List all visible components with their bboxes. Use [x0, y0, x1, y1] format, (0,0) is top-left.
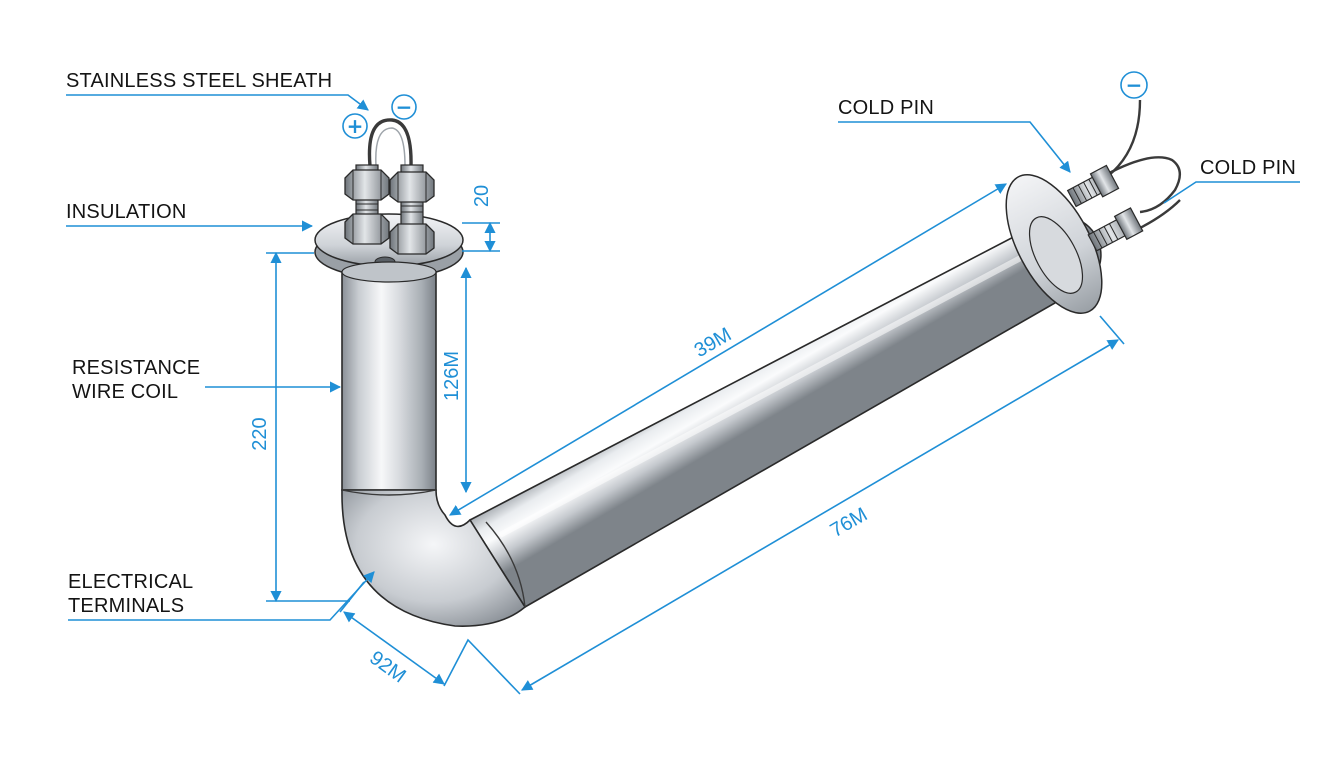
terminal-wire-loop — [367, 118, 413, 167]
dim-lower-diagonal-label: 76M — [827, 504, 872, 543]
dim-vertical-overall-label: 220 — [249, 417, 271, 450]
heating-tube — [341, 215, 1102, 627]
tube-top-collar — [341, 261, 437, 283]
dim-upper-diagonal-label: 39M — [691, 324, 736, 363]
dim-92m-ext-left — [339, 581, 365, 613]
label-terminals-line1: ELECTRICAL — [68, 571, 193, 593]
lower-cold-pin — [1087, 207, 1144, 252]
positive-terminal-stud — [344, 164, 390, 245]
cold-pin-wire-lower — [1139, 199, 1181, 230]
left-flange-assembly: + − — [314, 94, 464, 283]
terminal-wire-loop-inner — [375, 127, 406, 167]
callouts: STAINLESS STEEL SHEATH INSULATION RESIST… — [66, 70, 1300, 621]
tube-highlight — [498, 242, 1047, 538]
dim-92m-ext-right — [443, 638, 521, 695]
right-tube-end — [1028, 216, 1084, 294]
positive-sign-text: + — [347, 114, 364, 138]
label-insulation: INSULATION — [66, 201, 187, 223]
upper-cold-pin — [1066, 164, 1120, 208]
dim-vertical-leg-label: 126M — [441, 351, 463, 401]
dim-76m-ext — [1099, 315, 1125, 345]
tube-seam-lower — [341, 489, 437, 496]
negative-symbol-icon: − — [391, 94, 417, 120]
label-terminals-line2: TERMINALS — [68, 595, 184, 617]
cold-pin-wire-loop — [1099, 156, 1181, 214]
far-negative-symbol-icon: − — [1120, 71, 1148, 99]
leader-cold-pin-1 — [838, 121, 1071, 173]
far-negative-sign-text: − — [1126, 73, 1143, 97]
dim-92m-line — [343, 611, 445, 685]
label-cold-pin-1: COLD PIN — [838, 97, 934, 119]
right-flange-assembly: − — [1005, 71, 1181, 314]
dim-bend-label: 92M — [365, 647, 409, 688]
negative-sign-text: − — [396, 95, 413, 119]
leader-sheath — [66, 94, 369, 111]
label-resistance-line2: WIRE COIL — [72, 381, 178, 403]
cold-pin-wire-top — [1107, 99, 1142, 177]
negative-terminal-stud — [389, 164, 435, 255]
leader-cold-pin-2 — [1163, 181, 1300, 204]
positive-symbol-icon: + — [342, 113, 368, 139]
tube-vertical-leg — [341, 271, 437, 491]
label-cold-pin-2: COLD PIN — [1200, 157, 1296, 179]
dim-76m-line — [521, 339, 1119, 691]
dim-flange-thickness-label: 20 — [471, 185, 493, 207]
label-stainless-steel-sheath: STAINLESS STEEL SHEATH — [66, 70, 332, 92]
label-resistance-line1: RESISTANCE — [72, 357, 200, 379]
tube-diagonal-leg — [468, 215, 1102, 609]
